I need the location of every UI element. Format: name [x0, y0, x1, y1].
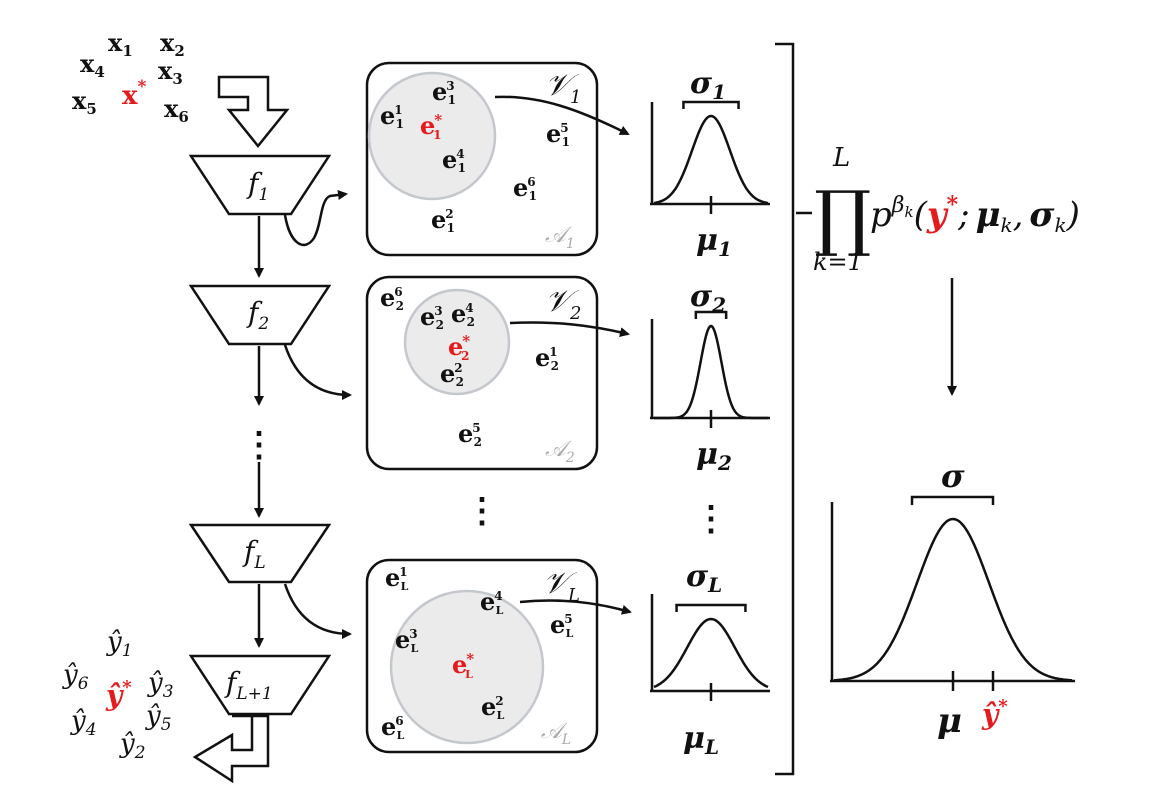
sigma-label: σ1 — [690, 66, 726, 104]
distribution-arrow — [519, 599, 632, 615]
embedding-e2-query: e*2 — [448, 332, 470, 363]
output-query: ŷ* — [105, 677, 132, 712]
mu-label: μ — [937, 701, 962, 741]
output-y2: ŷ2 — [119, 729, 146, 763]
output-y6: ŷ6 — [62, 660, 89, 694]
distribution-1: σ1 μ1 — [650, 66, 770, 261]
layer-f1: f1 — [188, 154, 332, 216]
mu-label: μ1 — [696, 223, 732, 261]
distribution-L: σL μL — [650, 559, 770, 759]
output-arrow — [192, 714, 270, 784]
distribution-arrow — [509, 321, 630, 338]
output-y3: ŷ3 — [147, 668, 174, 702]
input-x6: x6 — [164, 94, 189, 126]
sigma-bracket — [675, 603, 747, 612]
input-query: x* — [122, 77, 147, 111]
gaussian-curve — [653, 114, 769, 205]
product-operator: ∏ — [814, 175, 871, 259]
product-formula: L ∏ k=1 pβk(y*;μk,σk) — [813, 143, 1080, 276]
embedding-arrow — [283, 190, 348, 247]
output-y1: ŷ1 — [106, 627, 133, 661]
gaussian-curve — [653, 617, 769, 689]
distribution-arrow — [494, 95, 630, 136]
gaussian-curve — [833, 517, 1073, 682]
neighborhood-circle — [367, 71, 497, 201]
panel-ellipsis: ⋮ — [465, 491, 499, 531]
layer-shape — [188, 523, 332, 584]
embedding-eL-query: e*L — [452, 650, 474, 681]
gaussian-curve — [654, 324, 768, 420]
distribution-ellipsis: ⋮ — [694, 499, 728, 539]
product-lower-limit: k=1 — [813, 248, 863, 276]
output-points: ŷ1 ŷ6 ŷ* ŷ3 ŷ4 ŷ5 ŷ2 — [62, 627, 174, 763]
output-y4: ŷ4 — [70, 706, 97, 740]
sigma-label: σ — [941, 457, 965, 495]
layer-shape — [188, 154, 332, 216]
input-x3: x3 — [158, 56, 183, 88]
layer-shape — [188, 284, 332, 346]
layer-shape — [188, 654, 332, 716]
mu-label: μL — [683, 721, 719, 759]
input-arrow — [217, 75, 290, 148]
product-bracket — [775, 42, 795, 776]
embedding-e1-query: e*1 — [420, 111, 442, 142]
input-points: x1 x2 x4 x3 x5 x* x6 — [72, 28, 189, 126]
layer-ellipsis: ⋮ — [242, 425, 276, 465]
layer-fL: fL — [188, 523, 332, 584]
distribution-2: σ2 μ2 — [650, 279, 770, 475]
neighborhood-circle — [403, 288, 511, 396]
prediction-label: ŷ* — [981, 696, 1008, 731]
input-x1: x1 — [108, 28, 133, 60]
sigma-bracket — [694, 310, 728, 319]
final-distribution: σ μ ŷ* — [830, 457, 1075, 741]
layer-fL1: fL+1 — [188, 654, 332, 716]
input-x5: x5 — [72, 86, 97, 118]
embedding-arrow — [283, 583, 352, 639]
sigma-bracket — [682, 100, 740, 109]
neighborhood-circle — [389, 589, 545, 745]
sigma-label: σL — [686, 559, 722, 597]
layer-f2: f2 — [188, 284, 332, 346]
output-y5: ŷ5 — [145, 701, 172, 735]
embedding-arrow — [283, 344, 352, 400]
sigma-bracket — [910, 495, 995, 505]
likelihood-term: pβk(y*;μk,σk) — [870, 192, 1080, 237]
input-x2: x2 — [160, 28, 185, 60]
product-upper-limit: L — [832, 143, 850, 173]
input-x4: x4 — [80, 49, 105, 81]
sigma-label: σ2 — [690, 279, 726, 317]
mu-label: μ2 — [696, 437, 732, 475]
